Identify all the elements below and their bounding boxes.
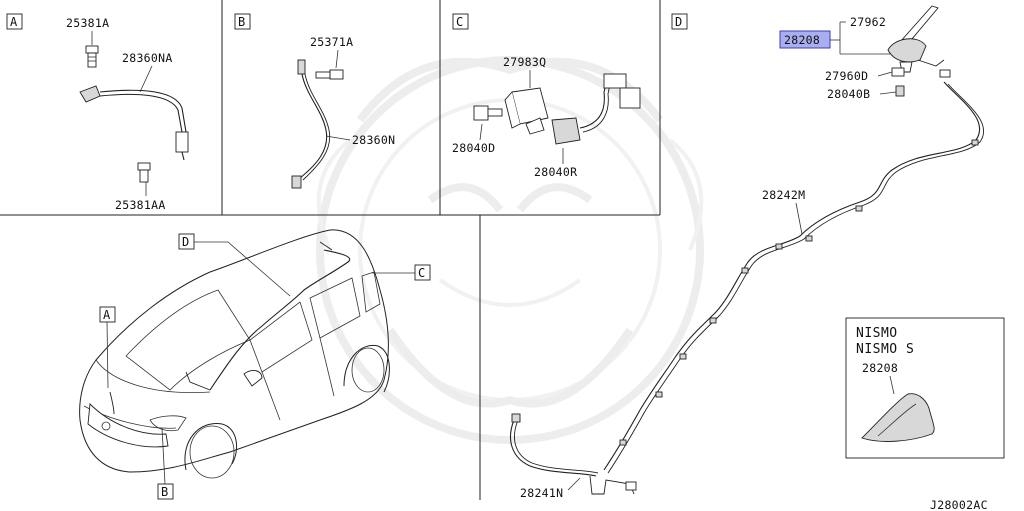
part-label-28040D: 28040D	[452, 141, 495, 155]
part-label-25381AA: 25381AA	[115, 198, 166, 212]
car-callout-a-box	[99, 306, 116, 323]
section-d-box	[671, 13, 688, 30]
section-a: A 25381A 28360NA 25381AA	[6, 13, 189, 212]
section-frames	[0, 0, 661, 500]
noise-suppressor-27983Q-icon	[504, 87, 549, 135]
part-label-25371A: 25371A	[310, 35, 353, 49]
part-label-28360NA: 28360NA	[122, 51, 173, 65]
section-c-box	[452, 13, 469, 30]
bolt-28040D-icon	[473, 105, 503, 121]
diagram-code: J28002AC	[930, 498, 988, 511]
ground-cable-28360NA-icon	[79, 85, 189, 161]
bolt-25371A-icon	[315, 69, 344, 80]
connector-28040R-icon	[551, 73, 641, 145]
car-harness-icon	[109, 241, 351, 415]
part-label-27960D: 27960D	[825, 69, 868, 83]
car-callout-a: A	[103, 308, 111, 322]
section-d: D 27962 28208 27960D 28040B 28242M	[510, 5, 1005, 511]
shark-fin-antenna-icon	[861, 393, 935, 442]
section-a-box	[6, 13, 23, 30]
part-label-28208: 28208	[784, 33, 820, 47]
part-label-28040R: 28040R	[534, 165, 577, 179]
part-label-28040B: 28040B	[827, 87, 870, 101]
highlight-28208[interactable]	[779, 30, 831, 49]
part-label-27983Q: 27983Q	[503, 55, 546, 69]
section-b: B 25371A 28360N	[234, 13, 395, 189]
car-callout-c-box	[414, 264, 431, 281]
vehicle-illustration: D C A B	[79, 229, 431, 500]
bolt-25381A-icon	[85, 45, 99, 68]
part-label-25381A: 25381A	[66, 16, 109, 30]
roof-antenna-icon	[887, 5, 951, 97]
section-c-letter: C	[456, 15, 463, 29]
ground-cable-28360N-icon	[291, 59, 331, 189]
nismo-inset: NISMO NISMO S 28208	[845, 317, 1005, 459]
part-label-28242M: 28242M	[762, 188, 805, 202]
car-body-icon	[79, 229, 390, 479]
harness-28241N-icon	[510, 413, 637, 495]
car-callout-d: D	[182, 235, 189, 249]
roof-harness-28242M-icon	[603, 81, 985, 474]
nismo-line-1: NISMO	[856, 326, 898, 341]
car-callout-c: C	[418, 266, 425, 280]
car-callout-b: B	[161, 485, 168, 499]
part-label-28360N: 28360N	[352, 133, 395, 147]
nismo-part-label: 28208	[862, 361, 898, 375]
section-b-box	[234, 13, 251, 30]
section-a-letter: A	[10, 15, 18, 29]
part-label-28241N: 28241N	[520, 486, 563, 500]
nismo-line-2: NISMO S	[856, 342, 914, 357]
bolt-25381AA-icon	[137, 162, 151, 183]
car-callout-b-box	[157, 483, 174, 500]
part-label-27962: 27962	[850, 15, 886, 29]
car-callout-d-box	[178, 233, 195, 250]
section-d-letter: D	[675, 15, 682, 29]
section-c: C 27983Q 28040D 28040R	[452, 13, 641, 179]
section-b-letter: B	[238, 15, 245, 29]
